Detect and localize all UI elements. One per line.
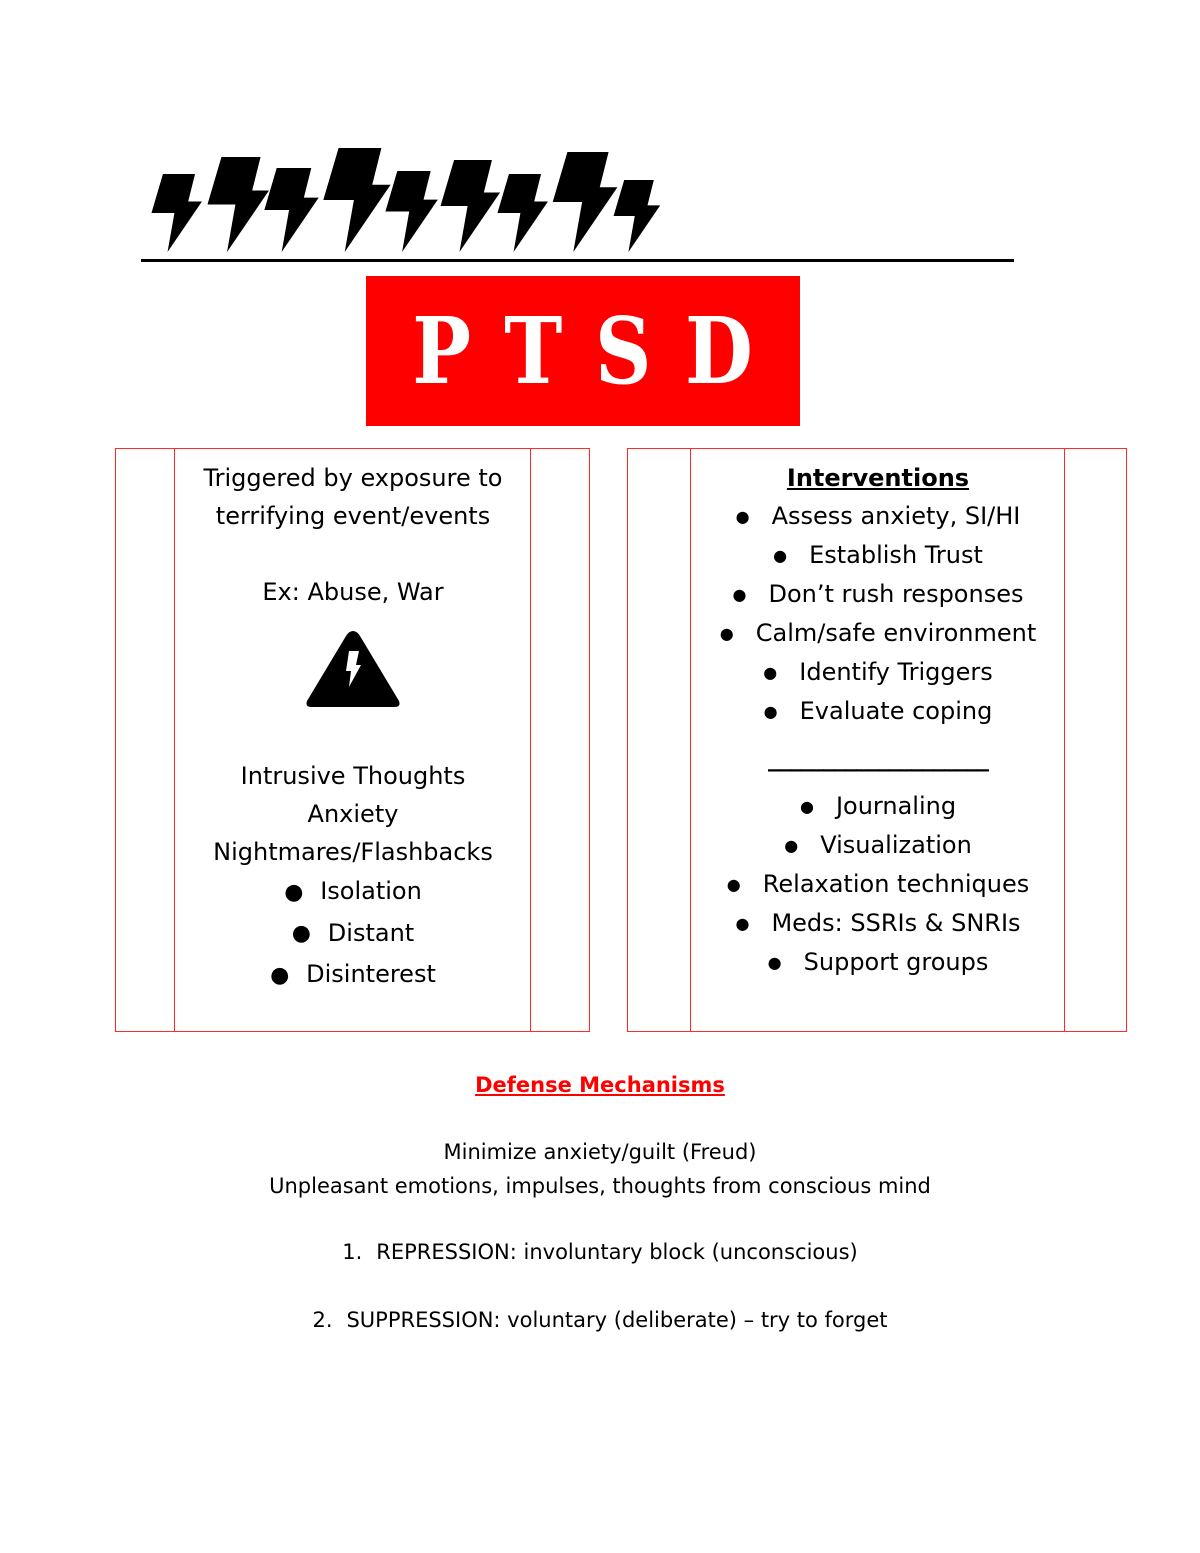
symptom-text: Nightmares/Flashbacks	[213, 838, 493, 866]
title-letter-d: D	[684, 297, 753, 405]
intervention-item: ●Calm/safe environment	[719, 619, 1037, 647]
lightning-bolt-icon	[207, 157, 269, 252]
lightning-bolt-icon	[264, 168, 319, 252]
causes-symptoms-content: Triggered by exposure to terrifying even…	[175, 449, 531, 1031]
warning-lightning-icon	[306, 631, 400, 707]
header-divider	[141, 259, 1014, 262]
column-divider	[174, 449, 175, 1031]
defense-mechanisms-heading: Defense Mechanisms	[475, 1073, 725, 1097]
interventions-heading: Interventions	[786, 464, 970, 492]
title-letter-p: P	[412, 297, 472, 405]
lightning-bolt-icon	[440, 160, 501, 252]
intervention-item: ●Establish Trust	[773, 541, 983, 569]
lightning-bolt-icon	[385, 171, 438, 252]
defense-item: 2.SUPPRESSION: voluntary (deliberate) – …	[312, 1308, 888, 1332]
column-divider	[690, 449, 691, 1031]
intervention-item: ●Journaling	[799, 792, 957, 820]
lightning-bolt-icon	[552, 152, 618, 252]
intervention-item: ●Meds: SSRIs & SNRIs	[735, 909, 1021, 937]
causes-symptoms-panel: Triggered by exposure to terrifying even…	[115, 448, 590, 1032]
interventions-panel: Interventions ●Assess anxiety, SI/HI ●Es…	[627, 448, 1127, 1032]
symptom-text: Intrusive Thoughts	[240, 762, 466, 790]
defense-description: Unpleasant emotions, impulses, thoughts …	[269, 1174, 931, 1198]
symptom-bullet: ●Distant	[291, 918, 415, 947]
intervention-item: ●Evaluate coping	[763, 697, 993, 725]
intervention-item: ●Relaxation techniques	[726, 870, 1030, 898]
intervention-item: ●Visualization	[784, 831, 972, 859]
symptom-bullet: ●Disinterest	[270, 960, 436, 988]
column-divider	[530, 449, 531, 1031]
intervention-item: ●Assess anxiety, SI/HI	[735, 502, 1021, 530]
intervention-item: ●Don’t rush responses	[732, 580, 1024, 608]
title-letter-s: S	[594, 297, 652, 405]
symptom-bullet: ●Isolation	[284, 877, 422, 905]
intervention-item: ●Support groups	[767, 948, 989, 976]
intervention-item: ●Identify Triggers	[763, 658, 993, 686]
lightning-bolt-icon	[613, 180, 661, 252]
lightning-bolt-icon	[497, 174, 548, 252]
lightning-bolt-icon	[151, 174, 202, 252]
symptom-text: Anxiety	[307, 800, 399, 828]
trigger-text: terrifying event/events	[215, 502, 491, 530]
lightning-bolt-icon	[323, 148, 391, 252]
examples-text: Ex: Abuse, War	[262, 578, 444, 606]
title-letter-t: T	[504, 297, 563, 405]
ptsd-title-banner: P T S D	[366, 276, 800, 426]
lightning-bolt-row	[0, 0, 1200, 260]
column-divider	[1064, 449, 1065, 1031]
section-separator: ____________________	[768, 744, 989, 772]
defense-description: Minimize anxiety/guilt (Freud)	[443, 1140, 757, 1164]
trigger-text: Triggered by exposure to	[203, 464, 503, 492]
interventions-content: Interventions ●Assess anxiety, SI/HI ●Es…	[691, 449, 1065, 1031]
defense-item: 1.REPRESSION: involuntary block (unconsc…	[342, 1240, 858, 1264]
